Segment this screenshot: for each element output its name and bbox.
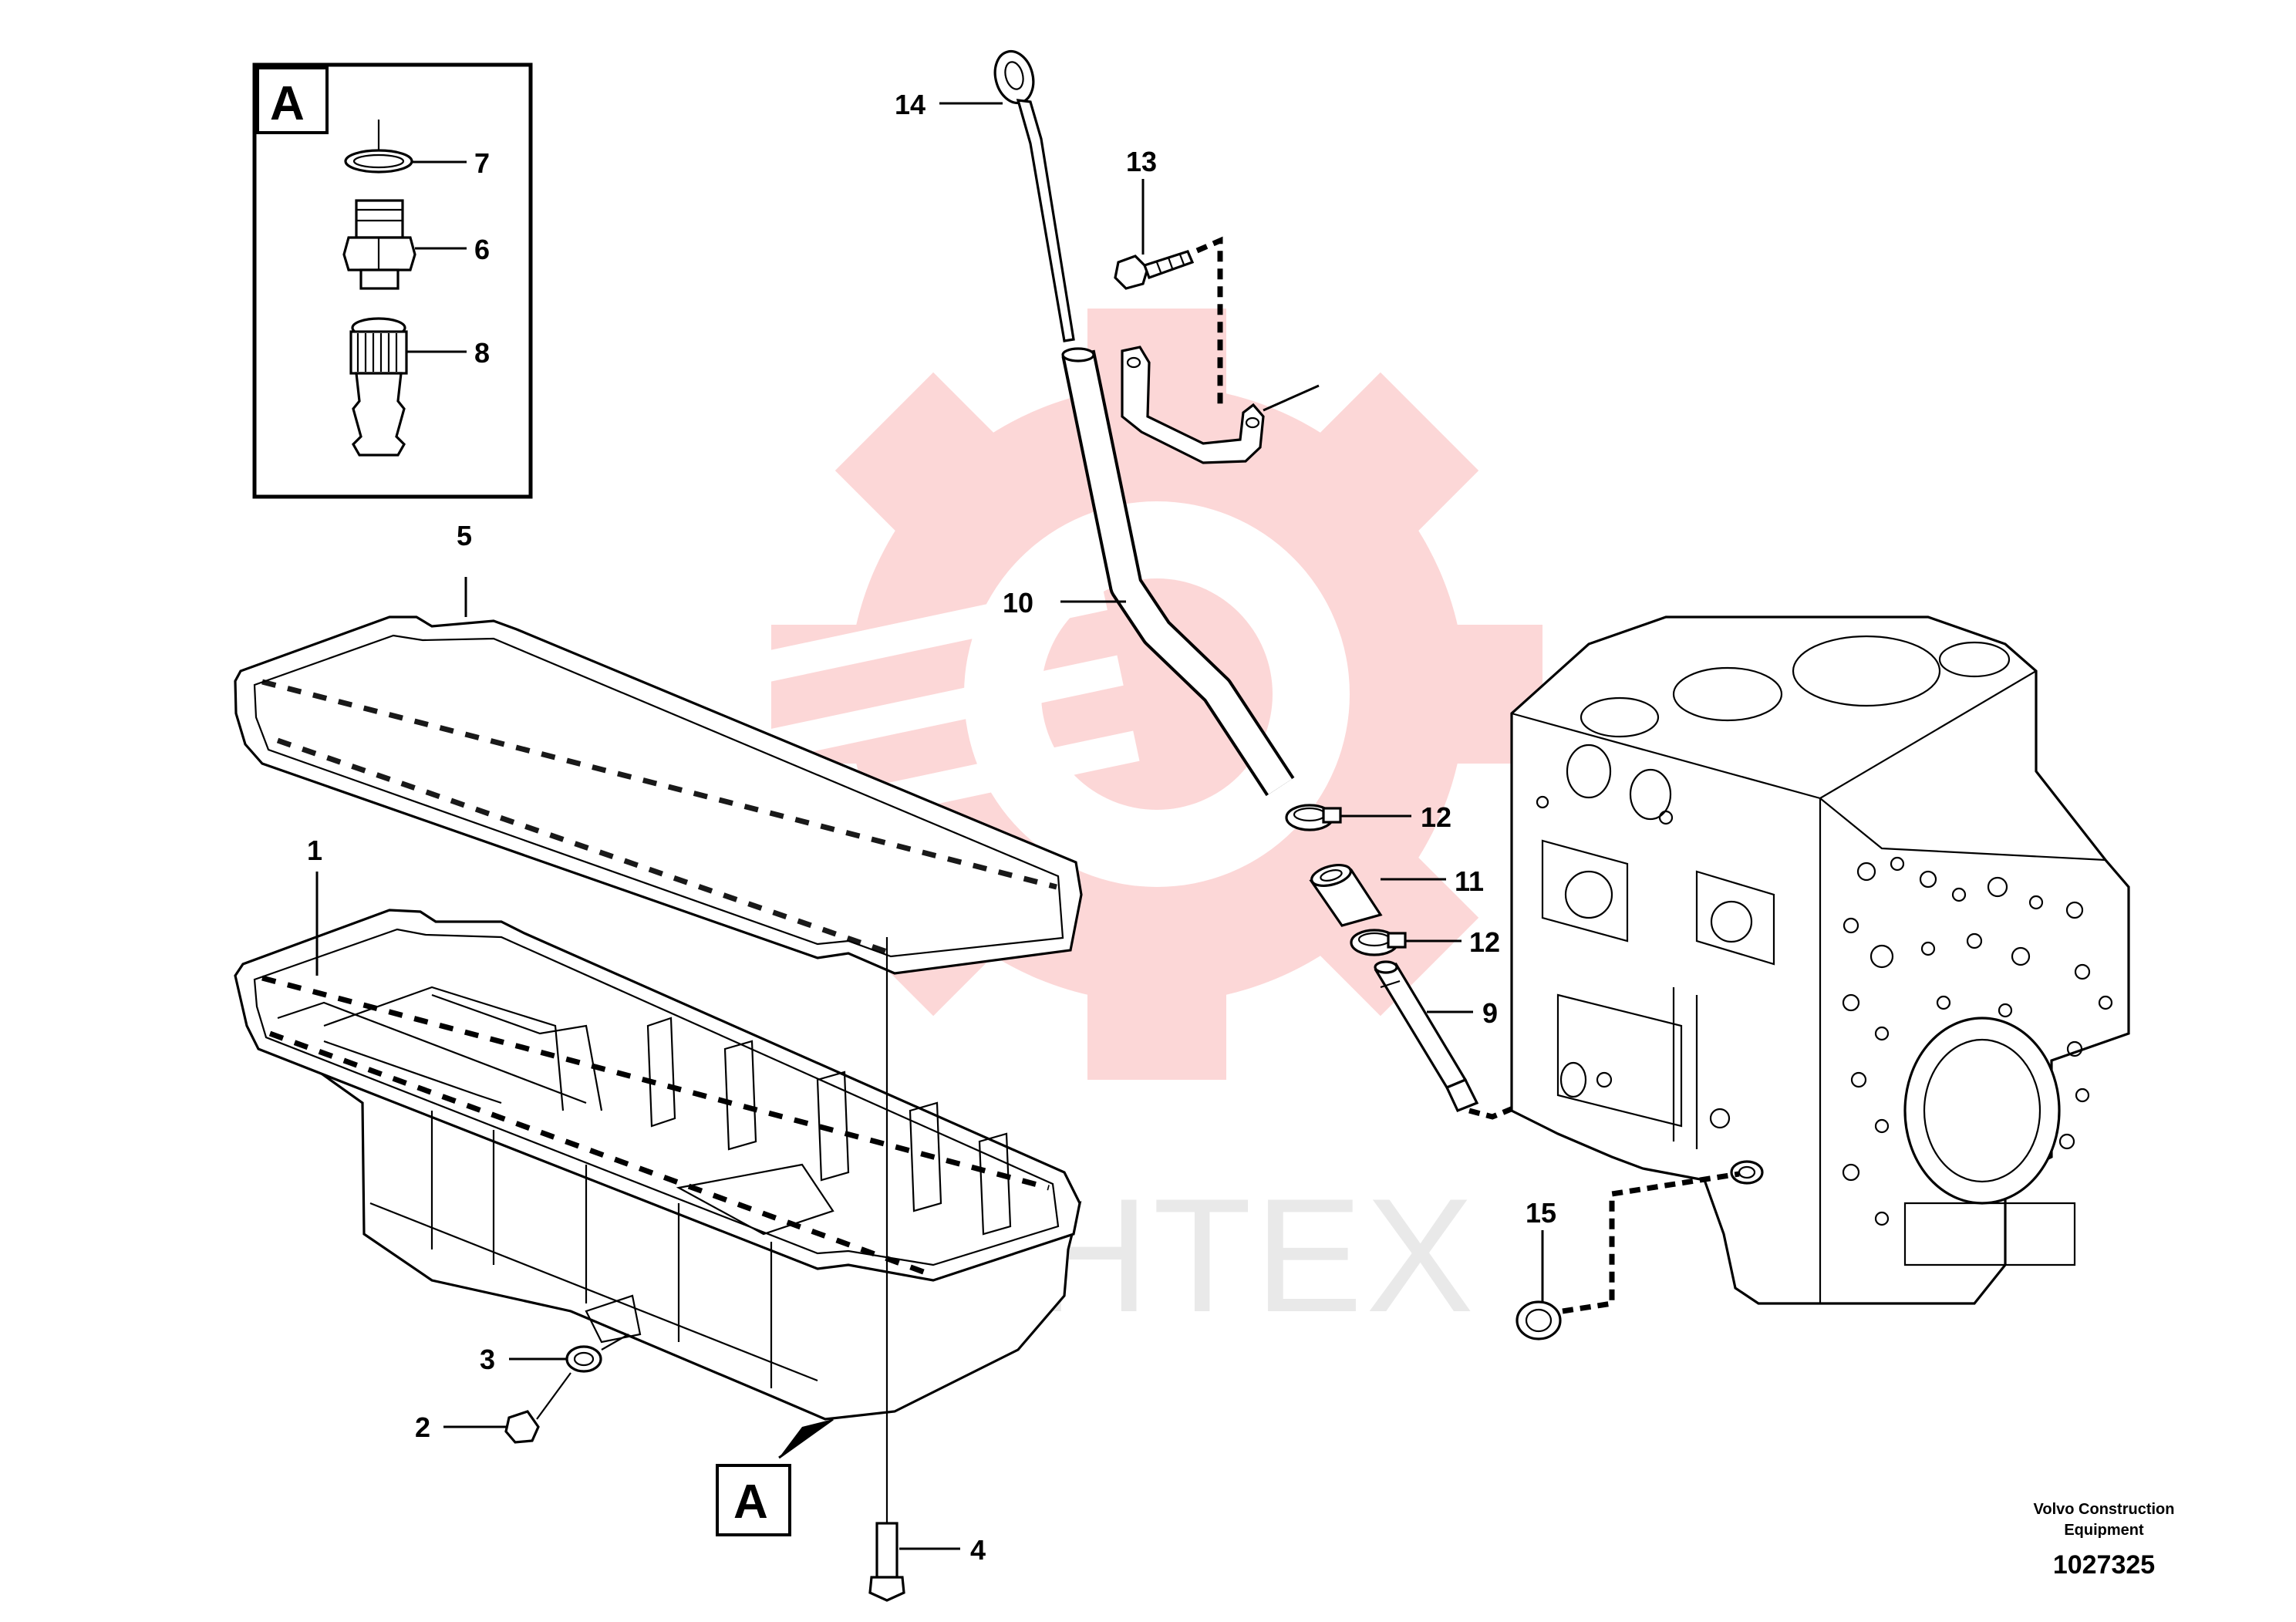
detail-box-label: A <box>270 77 305 130</box>
callout-5: 5 <box>457 520 472 551</box>
callout-4: 4 <box>970 1534 986 1566</box>
callout-1: 1 <box>307 835 322 866</box>
part-2-drain-plug: 2 <box>415 1372 571 1444</box>
callout-12-upper: 12 <box>1421 801 1451 833</box>
part-4-bolt: 4 <box>868 937 986 1602</box>
part-14-dipstick: 14 <box>895 49 1075 342</box>
part-5-oil-pan-gasket: 5 <box>234 520 1083 975</box>
callout-2: 2 <box>415 1411 430 1443</box>
part-12-hose-clamp-lower: 12 <box>1350 926 1500 958</box>
part-3-sealing-washer: 3 <box>480 1334 629 1375</box>
part-10-dipstick-tube: 10 <box>1003 346 1320 797</box>
part-12-hose-clamp-upper: 12 <box>1285 801 1451 833</box>
part-1-oil-pan: 1 <box>234 835 1082 1421</box>
part-11-hose: 11 <box>1309 863 1484 927</box>
callout-6: 6 <box>474 234 490 265</box>
callout-15: 15 <box>1526 1197 1556 1229</box>
part-7-o-ring <box>344 120 413 174</box>
drawing-number: 1027325 <box>2053 1550 2155 1580</box>
callout-13: 13 <box>1126 146 1157 177</box>
callout-7: 7 <box>474 147 490 179</box>
detail-reference-label: A <box>733 1475 768 1529</box>
detail-reference-A: A <box>716 1418 834 1536</box>
callout-12-lower: 12 <box>1469 926 1500 958</box>
title-block: Volvo Construction Equipment 1027325 <box>2034 1501 2175 1580</box>
callout-10: 10 <box>1003 587 1033 619</box>
detail-view-box: A 7 <box>252 62 533 499</box>
callout-11: 11 <box>1455 865 1484 897</box>
part-6-adapter-nipple <box>342 199 416 290</box>
part-13-screw: 13 <box>1114 146 1223 409</box>
callout-14: 14 <box>895 89 925 120</box>
company-line-1: Volvo Construction <box>2034 1501 2175 1518</box>
part-15-seal-ring: 15 <box>1515 1171 1740 1340</box>
part-8-hose-connector <box>349 317 408 457</box>
part-9-pipe: 9 <box>1374 960 1575 1120</box>
engine-block <box>1510 615 2130 1305</box>
callout-8: 8 <box>474 337 490 369</box>
watermark-gear-logo <box>708 309 1542 1080</box>
callout-3: 3 <box>480 1344 495 1375</box>
company-line-2: Equipment <box>2064 1522 2144 1539</box>
callout-9: 9 <box>1482 997 1498 1029</box>
